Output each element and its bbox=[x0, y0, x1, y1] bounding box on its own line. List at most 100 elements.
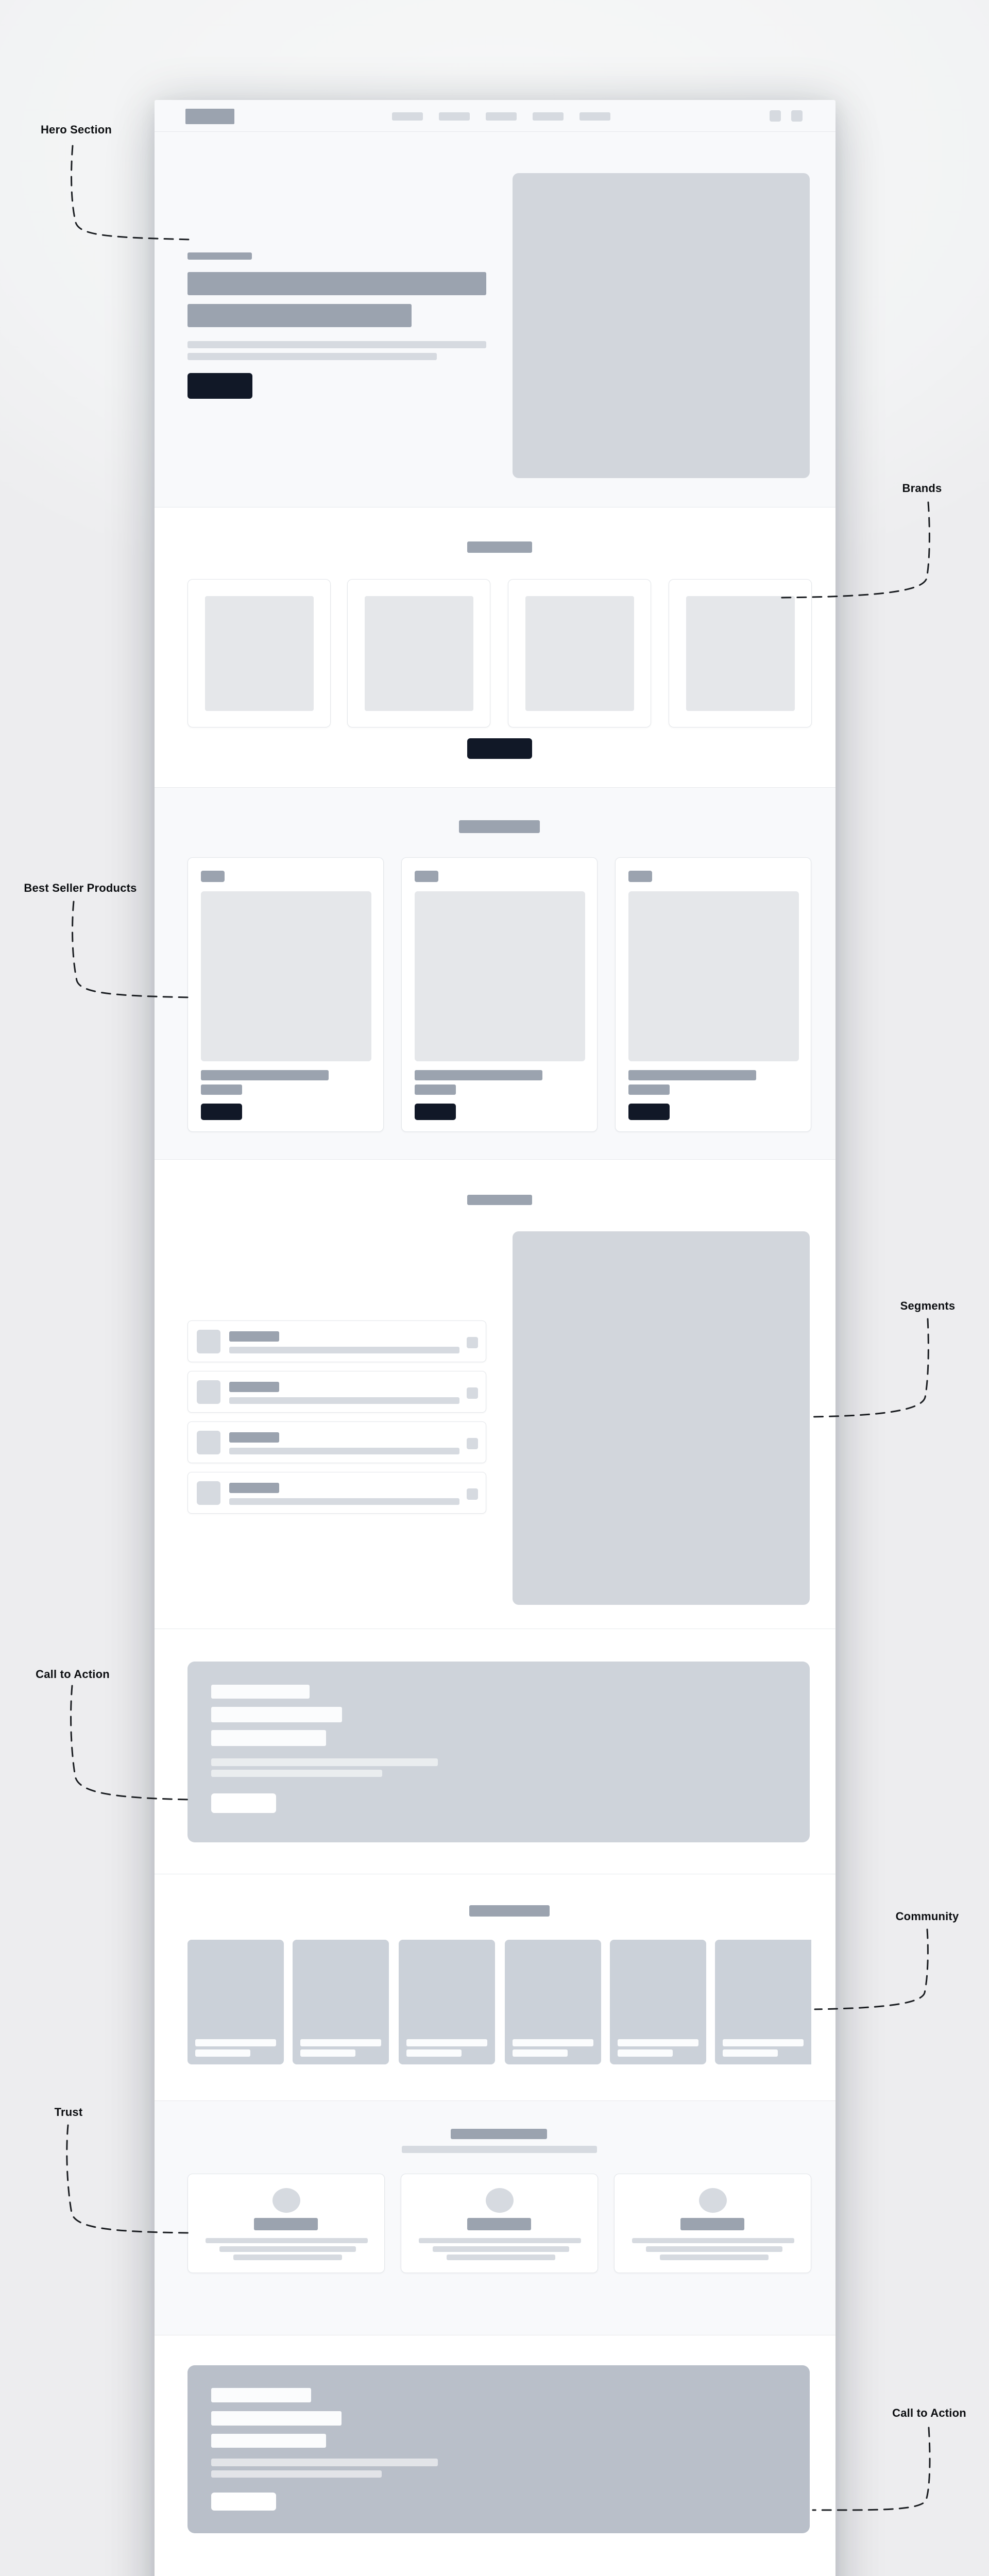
chevron-right-icon[interactable] bbox=[467, 1387, 478, 1399]
product-card[interactable] bbox=[615, 857, 811, 1132]
segment-list-item[interactable] bbox=[187, 1421, 486, 1463]
avatar bbox=[486, 2188, 514, 2213]
product-badge bbox=[415, 871, 438, 882]
brand-card[interactable] bbox=[669, 579, 812, 727]
testimonial-text-line bbox=[233, 2255, 342, 2260]
community-caption-line bbox=[723, 2049, 778, 2057]
community-caption-line bbox=[618, 2049, 673, 2057]
nav-link[interactable] bbox=[439, 112, 470, 121]
cta-heading-line-3 bbox=[211, 2434, 326, 2448]
community-caption-line bbox=[513, 2049, 568, 2057]
segment-label-placeholder bbox=[229, 1483, 279, 1493]
cta-heading-line-3 bbox=[211, 1730, 326, 1746]
brand-card[interactable] bbox=[508, 579, 651, 727]
testimonial-name-placeholder bbox=[467, 2218, 531, 2230]
segment-text-placeholder bbox=[229, 1397, 459, 1404]
segment-icon bbox=[197, 1481, 220, 1505]
product-title-placeholder bbox=[415, 1070, 542, 1080]
cta-text-line-1 bbox=[211, 1758, 438, 1766]
product-buy-button[interactable] bbox=[628, 1104, 670, 1120]
brand-card[interactable] bbox=[187, 579, 331, 727]
segment-list-item[interactable] bbox=[187, 1320, 486, 1362]
brand-logo-placeholder bbox=[365, 596, 473, 711]
segments-image-placeholder bbox=[513, 1231, 810, 1605]
hero-section bbox=[155, 132, 835, 507]
segment-label-placeholder bbox=[229, 1432, 279, 1443]
nav-action-icon[interactable] bbox=[770, 110, 781, 122]
nav-link[interactable] bbox=[392, 112, 423, 121]
community-caption-line bbox=[195, 2039, 276, 2046]
hero-text-line-1 bbox=[187, 341, 486, 348]
product-price-placeholder bbox=[415, 1084, 456, 1095]
product-card[interactable] bbox=[187, 857, 384, 1132]
testimonial-text-line bbox=[419, 2238, 581, 2243]
hero-heading-line-2 bbox=[187, 304, 412, 327]
community-caption-line bbox=[300, 2049, 355, 2057]
product-badge bbox=[628, 871, 652, 882]
best-sellers-title-placeholder bbox=[459, 820, 540, 833]
hero-heading-line-1 bbox=[187, 272, 486, 295]
testimonial-text-line bbox=[219, 2246, 356, 2252]
community-caption-line bbox=[406, 2039, 487, 2046]
cta-button[interactable] bbox=[211, 2493, 276, 2511]
annotation-best-sellers: Best Seller Products bbox=[24, 882, 137, 894]
testimonial-card[interactable] bbox=[187, 2174, 385, 2273]
product-card[interactable] bbox=[401, 857, 598, 1132]
product-buy-button[interactable] bbox=[201, 1104, 242, 1120]
cta-heading-line-1 bbox=[211, 2388, 311, 2402]
segment-text-placeholder bbox=[229, 1498, 459, 1505]
landing-page-wireframe bbox=[155, 100, 835, 2576]
brands-view-all-button[interactable] bbox=[467, 738, 532, 759]
product-image-placeholder bbox=[201, 891, 371, 1061]
nav-link[interactable] bbox=[579, 112, 610, 121]
annotation-call-to-action-1: Call to Action bbox=[36, 1668, 110, 1681]
annotation-brands: Brands bbox=[902, 482, 942, 495]
segment-list-item[interactable] bbox=[187, 1371, 486, 1413]
brand-card[interactable] bbox=[347, 579, 490, 727]
chevron-right-icon[interactable] bbox=[467, 1438, 478, 1449]
logo-placeholder bbox=[185, 109, 234, 124]
testimonial-name-placeholder bbox=[680, 2218, 744, 2230]
testimonial-text-line bbox=[646, 2246, 782, 2252]
annotation-hero-section: Hero Section bbox=[40, 123, 112, 136]
cta-text-line-1 bbox=[211, 2459, 438, 2466]
nav-action-icon[interactable] bbox=[791, 110, 803, 122]
nav-link[interactable] bbox=[533, 112, 564, 121]
segments-title-placeholder bbox=[467, 1195, 532, 1205]
segment-icon bbox=[197, 1380, 220, 1404]
community-caption-line bbox=[618, 2039, 698, 2046]
segment-label-placeholder bbox=[229, 1382, 279, 1392]
segments-section bbox=[155, 1159, 835, 1629]
product-title-placeholder bbox=[628, 1070, 756, 1080]
testimonial-card[interactable] bbox=[401, 2174, 598, 2273]
cta-banner bbox=[187, 2365, 810, 2533]
hero-eyebrow-placeholder bbox=[187, 252, 252, 260]
annotation-call-to-action-2: Call to Action bbox=[892, 2406, 966, 2419]
segment-list-item[interactable] bbox=[187, 1472, 486, 1514]
hero-cta-button[interactable] bbox=[187, 373, 252, 399]
testimonial-text-line bbox=[206, 2238, 368, 2243]
product-badge bbox=[201, 871, 225, 882]
avatar bbox=[272, 2188, 300, 2213]
testimonial-text-line bbox=[632, 2238, 794, 2243]
chevron-right-icon[interactable] bbox=[467, 1488, 478, 1500]
brand-logo-placeholder bbox=[525, 596, 634, 711]
product-buy-button[interactable] bbox=[415, 1104, 456, 1120]
cta-text-line-2 bbox=[211, 2470, 382, 2478]
chevron-right-icon[interactable] bbox=[467, 1337, 478, 1348]
community-title-placeholder bbox=[469, 1905, 550, 1917]
cta-section-1 bbox=[155, 1629, 835, 1874]
navbar bbox=[155, 100, 835, 132]
annotation-community: Community bbox=[895, 1910, 959, 1923]
cta-banner bbox=[187, 1662, 810, 1842]
avatar bbox=[699, 2188, 727, 2213]
testimonial-text-line bbox=[433, 2246, 569, 2252]
cta-button[interactable] bbox=[211, 1793, 276, 1813]
nav-link[interactable] bbox=[486, 112, 517, 121]
testimonial-card[interactable] bbox=[614, 2174, 811, 2273]
hero-image-placeholder bbox=[513, 173, 810, 478]
cta-heading-line-1 bbox=[211, 1685, 310, 1699]
cta-heading-line-2 bbox=[211, 2411, 342, 2426]
community-section bbox=[155, 1874, 835, 2100]
